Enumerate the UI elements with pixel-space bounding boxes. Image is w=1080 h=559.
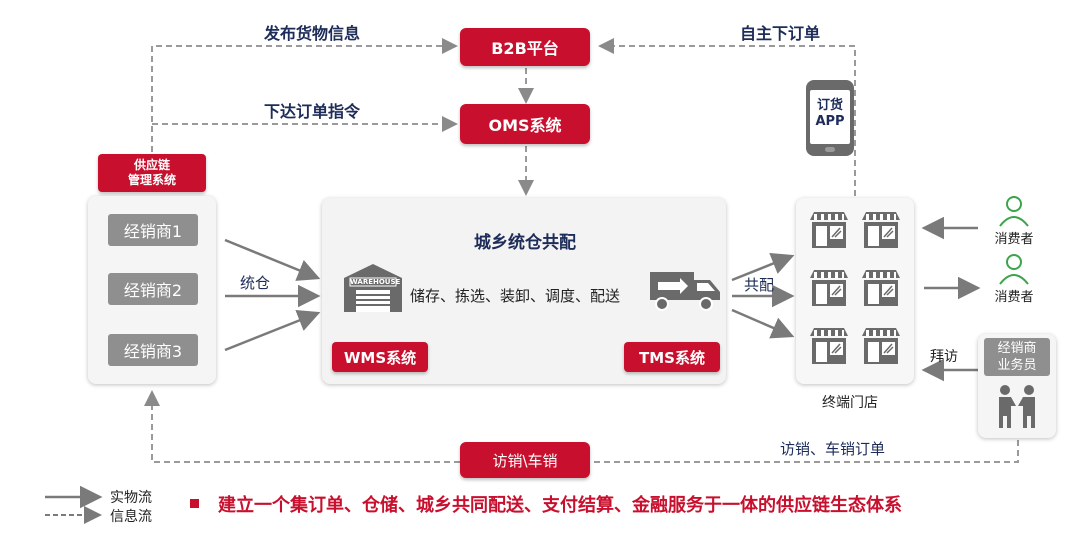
visit-sales-box: 访销\车销 bbox=[460, 442, 590, 478]
visit-label: 拜访 bbox=[930, 349, 958, 365]
terminal-stores-label: 终端门店 bbox=[822, 395, 878, 411]
truck-icon bbox=[650, 268, 722, 312]
legend-physical-flow: 实物流 bbox=[110, 490, 152, 506]
self-order-line bbox=[598, 38, 856, 196]
warehouse-icon: WAREHOUSE bbox=[340, 262, 406, 314]
warehouse-sign-text: WAREHOUSE bbox=[350, 278, 401, 286]
publish-info-line bbox=[151, 38, 458, 152]
consumer-label-2: 消费者 bbox=[994, 290, 1034, 305]
store-icon bbox=[860, 268, 902, 308]
delivery-arrow-3 bbox=[731, 308, 795, 339]
visit-sales-orders-label: 访销、车销订单 bbox=[780, 440, 886, 458]
dealer-arrow-3 bbox=[224, 309, 321, 352]
salesperson-label: 经销商 业务员 bbox=[984, 338, 1050, 376]
self-order-label: 自主下订单 bbox=[740, 24, 821, 43]
tagline: 建立一个集订单、仓储、城乡共同配送、支付结算、金融服务于一体的供应链生态体系 bbox=[218, 495, 902, 516]
phone-icon: 订货 APP bbox=[806, 80, 854, 156]
supply-chain-system-box: 供应链 管理系统 bbox=[98, 154, 206, 192]
consumer-2: 消费者 bbox=[984, 252, 1044, 306]
oms-system-box: OMS系统 bbox=[460, 104, 590, 144]
store-icon bbox=[860, 210, 902, 250]
publish-info-label: 发布货物信息 bbox=[264, 24, 361, 43]
order-command-label: 下达订单指令 bbox=[264, 102, 361, 121]
store-icon bbox=[808, 210, 850, 250]
dealer-3: 经销商3 bbox=[108, 334, 198, 366]
store-icon bbox=[860, 326, 902, 366]
store-icon bbox=[808, 326, 850, 366]
tms-system-box: TMS系统 bbox=[624, 342, 720, 372]
phone-app-label: 订货 APP bbox=[815, 98, 845, 129]
consumer-label-1: 消费者 bbox=[994, 232, 1034, 247]
legend-info-flow: 信息流 bbox=[110, 509, 152, 525]
dealer-2: 经销商2 bbox=[108, 273, 198, 305]
consumer-1: 消费者 bbox=[984, 194, 1044, 248]
handshake-icon bbox=[999, 385, 1035, 428]
center-services-text: 储存、拣选、装卸、调度、配送 bbox=[410, 287, 621, 305]
dealer-arrow-1 bbox=[224, 238, 321, 281]
unified-warehouse-label: 统仓 bbox=[240, 274, 271, 292]
tagline-bullet bbox=[190, 499, 199, 508]
dealer-1: 经销商1 bbox=[108, 214, 198, 246]
delivery-arrow-1 bbox=[731, 252, 795, 282]
codelivery-label: 共配 bbox=[744, 276, 775, 294]
b2b-platform-box: B2B平台 bbox=[460, 28, 590, 66]
wms-system-box: WMS系统 bbox=[332, 342, 428, 372]
center-title: 城乡统仓共配 bbox=[474, 233, 576, 253]
salesperson-card: 经销商 业务员 bbox=[978, 334, 1056, 438]
store-icon bbox=[808, 268, 850, 308]
